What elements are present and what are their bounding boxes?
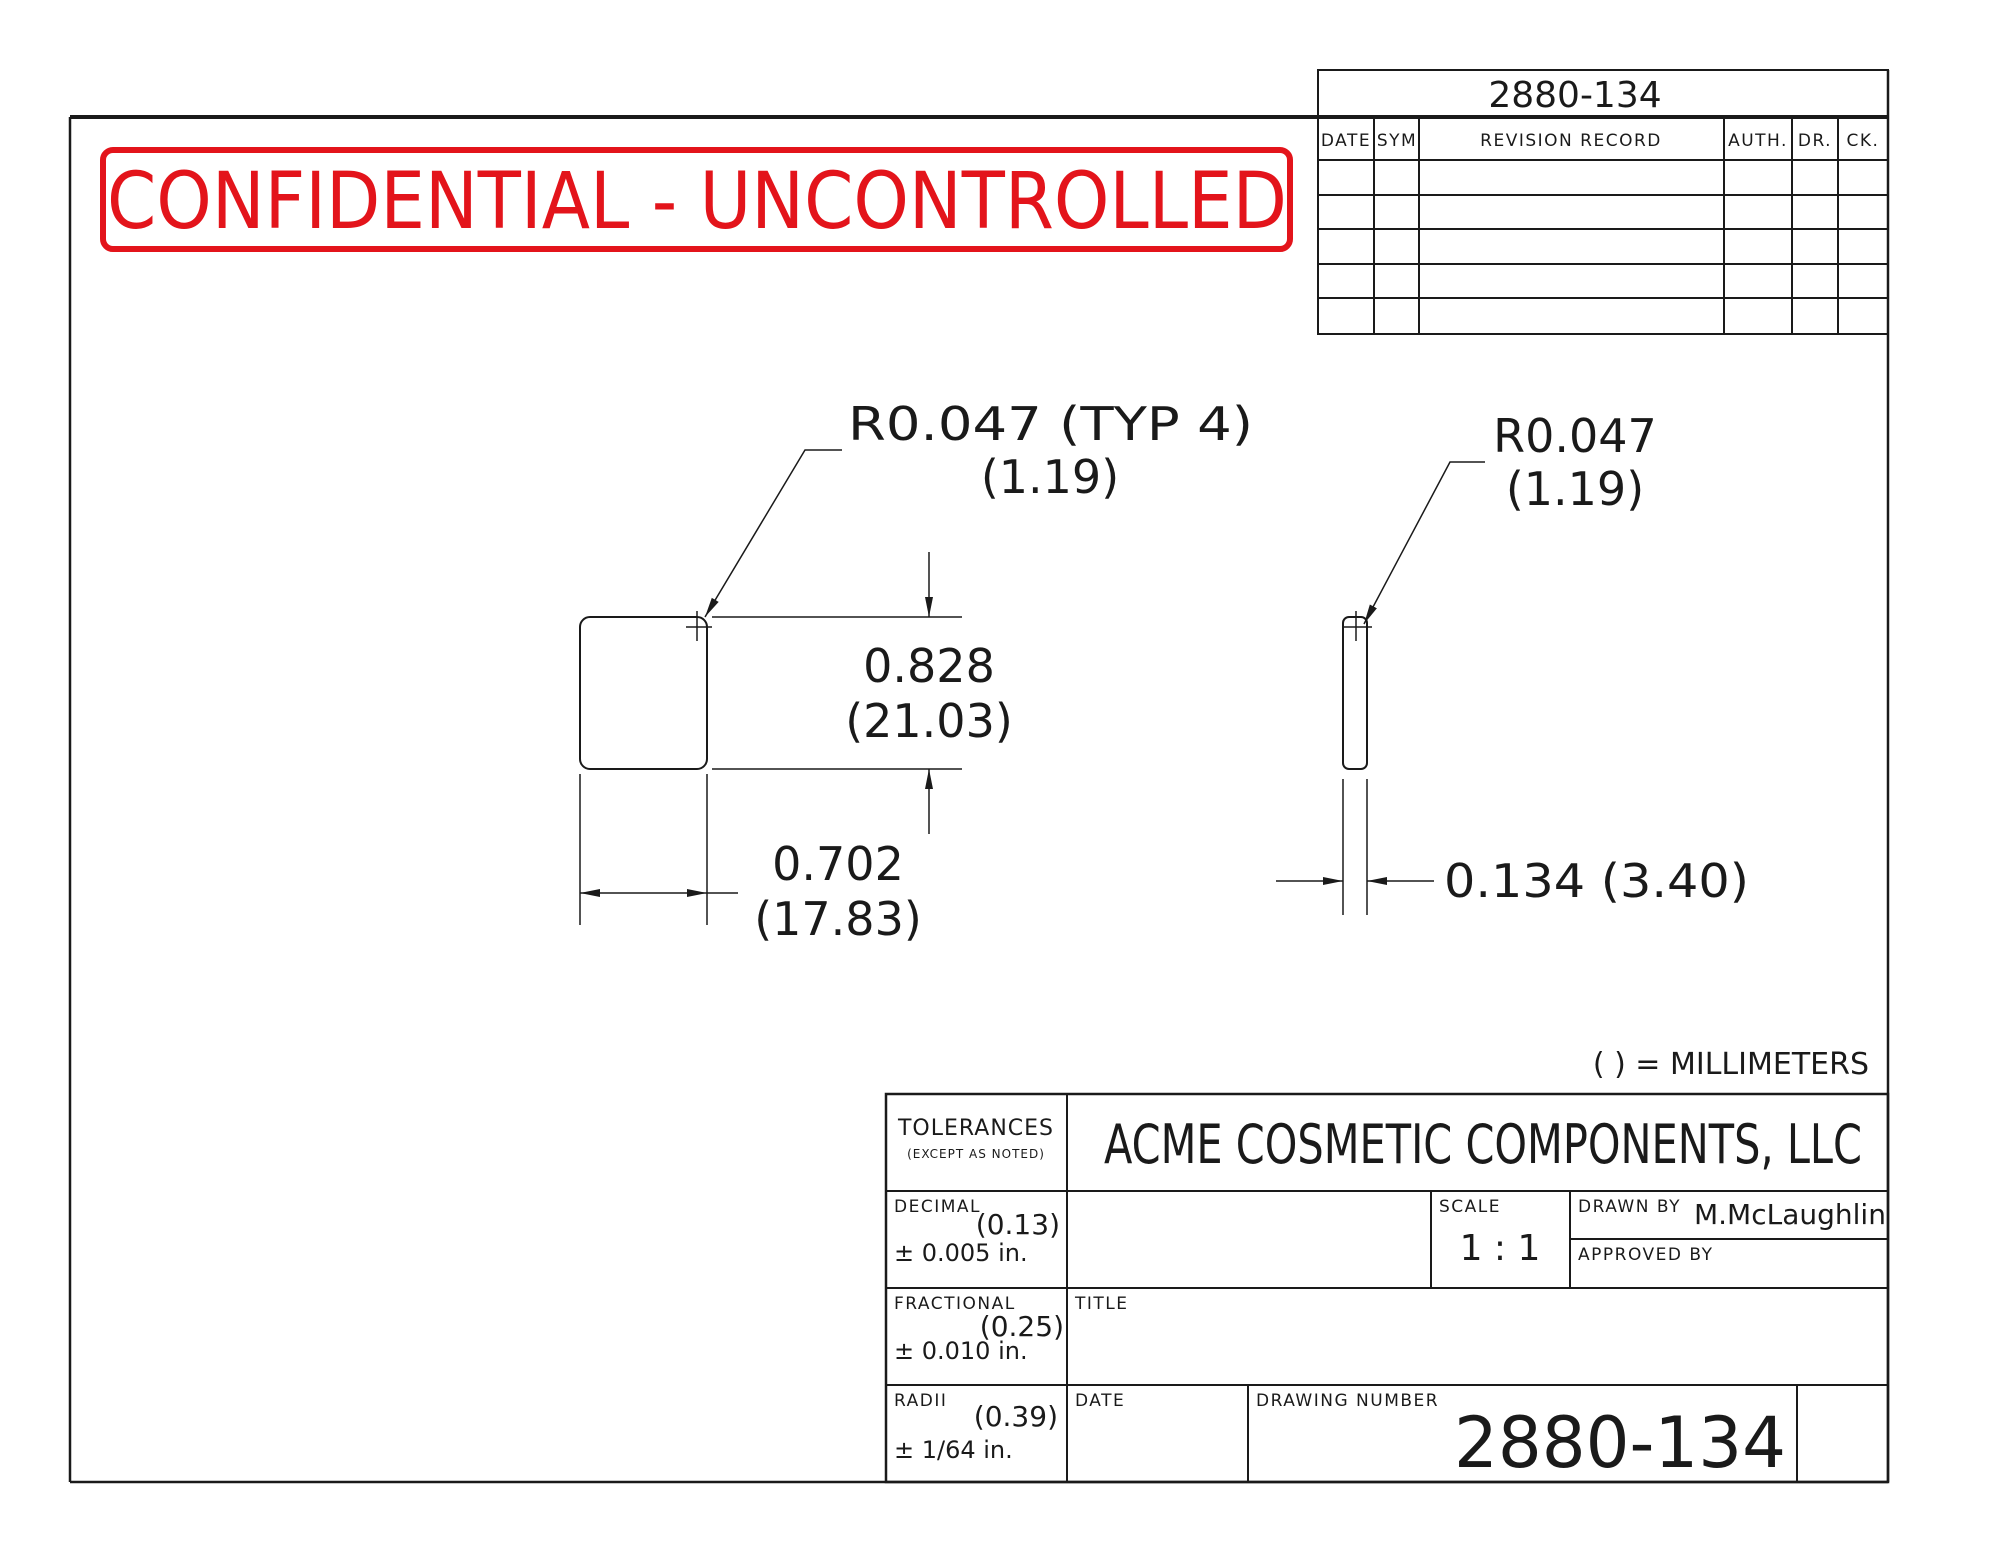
scale-value: 1 : 1 [1460,1228,1541,1269]
title-block: TOLERANCES (EXCEPT AS NOTED) ACME COSMET… [884,1092,1890,1484]
fractional-mm: (0.25) [980,1310,1064,1343]
rev-col-auth: AUTH. [1728,131,1788,151]
rev-col-sym: SYM [1377,131,1417,151]
dim-height-inch: 0.828 [863,639,995,693]
dim-thickness: 0.134 (3.40) [1444,854,1749,908]
units-note: ( ) = MILLIMETERS [1593,1047,1869,1082]
dim-radius-typ-mm: (1.19) [981,450,1119,504]
drawn-by-label: DRAWN BY [1578,1197,1681,1217]
dim-radius-edge-inch: R0.047 [1493,409,1657,463]
front-view [579,449,962,925]
decimal-mm: (0.13) [976,1208,1060,1241]
title-label: TITLE [1074,1294,1129,1314]
drawing-number-value: 2880-134 [1454,1402,1786,1484]
tolerances-label: TOLERANCES [897,1116,1054,1141]
company-name: ACME COSMETIC COMPONENTS, LLC [1104,1113,1862,1176]
radii-mm: (0.39) [974,1400,1058,1433]
dim-radius-typ-inch: R0.047 (TYP 4) [848,397,1253,451]
drawn-by-value: M.McLaughlin [1694,1198,1886,1231]
stamp-text: CONFIDENTIAL - UNCONTROLLED [107,157,1287,247]
dim-width-mm: (17.83) [754,892,922,946]
revision-block: 2880-134 DATE SYM REVISION RECORD AUTH. … [1317,69,1889,335]
rev-col-record: REVISION RECORD [1480,131,1662,151]
rev-col-ck: CK. [1847,131,1880,151]
radii-inch: ± 1/64 in. [894,1436,1013,1464]
drawing-number-label: DRAWING NUMBER [1256,1391,1439,1411]
dim-radius-edge-mm: (1.19) [1506,462,1644,516]
dim-height-mm: (21.03) [845,694,1013,748]
revision-drawing-number: 2880-134 [1488,75,1661,116]
confidential-stamp: CONFIDENTIAL - UNCONTROLLED [100,147,1293,252]
date-label: DATE [1075,1391,1125,1411]
fractional-label: FRACTIONAL [894,1294,1016,1314]
dim-width-inch: 0.702 [772,837,904,891]
rev-col-date: DATE [1321,131,1371,151]
except-label: (EXCEPT AS NOTED) [907,1147,1045,1161]
radii-label: RADII [894,1391,947,1411]
scale-label: SCALE [1439,1197,1501,1217]
decimal-inch: ± 0.005 in. [894,1239,1028,1267]
decimal-label: DECIMAL [894,1197,981,1217]
fractional-inch: ± 0.010 in. [894,1337,1028,1365]
approved-by-label: APPROVED BY [1578,1245,1714,1265]
sheet-border [68,70,1890,1484]
side-view [1276,461,1485,915]
rev-col-dr: DR. [1798,131,1832,151]
